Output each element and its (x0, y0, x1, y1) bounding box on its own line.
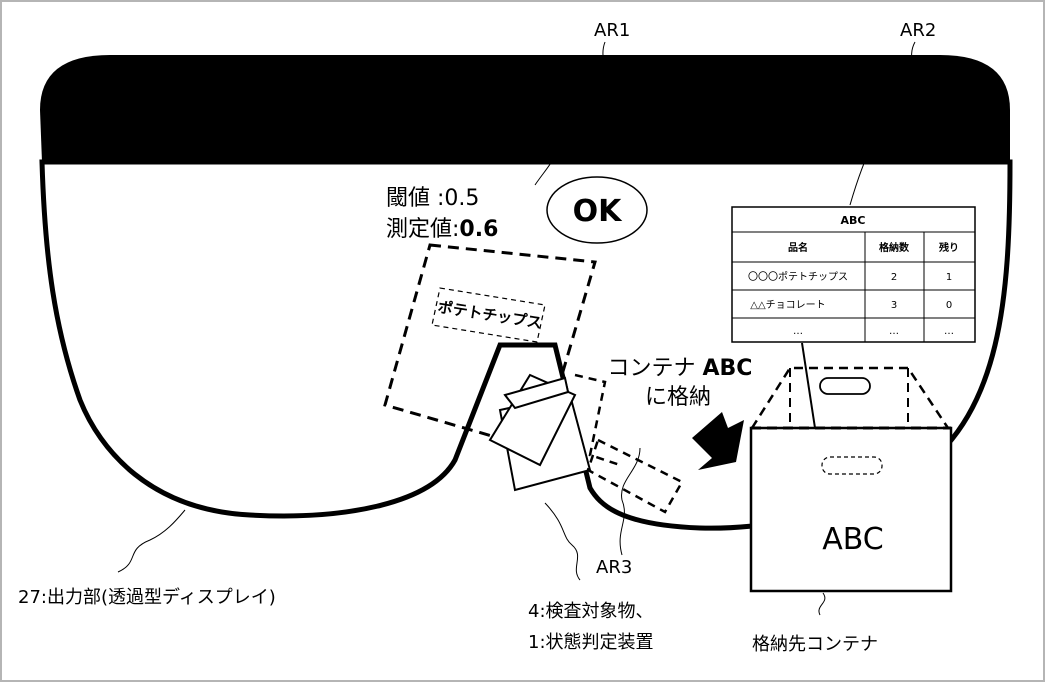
object-flap (503, 376, 570, 410)
table-header-name: 品名 (788, 241, 808, 254)
ok-ellipse (546, 176, 648, 244)
measured-line: 測定値:0.6 (386, 217, 498, 242)
product-tag-text: ポテトチップス (437, 298, 544, 332)
table-row-1-count: 2 (891, 272, 897, 283)
table-row-1-remaining: 1 (946, 272, 952, 283)
inspected-object (488, 373, 684, 514)
display-top-band (40, 55, 1010, 162)
container-body (749, 426, 953, 593)
table-row-1-name: 〇〇〇ポテトチップス (748, 271, 848, 283)
table-header-count: 格納数 (879, 241, 910, 254)
label-storage-container: 格納先コンテナ (752, 634, 878, 655)
table-row-3-count: … (889, 326, 899, 337)
table-row-2-remaining: 0 (946, 300, 952, 311)
container-lid-dashed (750, 366, 950, 429)
ar3-trajectory (574, 373, 621, 467)
callout-labels: AR1 AR2 AR3 27:出力部(透過型ディスプレイ) 4:検査対象物、 1… (18, 20, 936, 655)
label-inspected-line1: 4:検査対象物、 (528, 601, 654, 622)
table-row-3-name: … (793, 326, 803, 337)
leader-ar2 (849, 41, 916, 206)
container-lid-handle (819, 377, 871, 395)
leader-ar1 (534, 41, 606, 186)
table-row-2-name: △△チョコレート (750, 299, 825, 311)
ar1-judgement: 閾値 :0.5 測定値:0.6 OK (386, 176, 648, 244)
table-row-3-remaining: … (944, 326, 954, 337)
leader-lines (117, 41, 916, 616)
table-to-container-line (801, 342, 816, 429)
label-ar1: AR1 (594, 20, 630, 41)
threshold-line: 閾値 :0.5 (386, 186, 479, 211)
leader-ar3 (619, 447, 641, 556)
container-handle (821, 456, 883, 475)
leader-container (818, 592, 826, 616)
leader-output-unit (117, 509, 186, 573)
ar3-ghost-object (586, 438, 684, 514)
instruction-line1: コンテナ ABC (608, 356, 753, 381)
table-title: ABC (841, 214, 866, 227)
storage-container: ABC (749, 342, 953, 593)
label-ar3: AR3 (596, 557, 632, 578)
label-ar2: AR2 (900, 20, 936, 41)
table-row-2-count: 3 (891, 300, 897, 311)
ar2-storage-table: ABC 品名 格納数 残り 〇〇〇ポテトチップス 2 1 △△チョコレート 3 … (731, 206, 976, 343)
container-lid-edges (789, 368, 909, 428)
storage-instruction: コンテナ ABC に格納 (608, 356, 753, 410)
label-output-unit: 27:出力部(透過型ディスプレイ) (18, 587, 276, 608)
instruction-line2: に格納 (645, 385, 711, 410)
container-label: ABC (822, 522, 884, 557)
table-frame (731, 206, 976, 343)
label-inspected-line2: 1:状態判定装置 (528, 632, 654, 653)
direction-arrow-icon (692, 412, 744, 470)
product-tag-box (431, 287, 546, 343)
ok-text: OK (573, 194, 624, 229)
table-header-remaining: 残り (939, 241, 959, 254)
leader-inspected (544, 502, 581, 581)
